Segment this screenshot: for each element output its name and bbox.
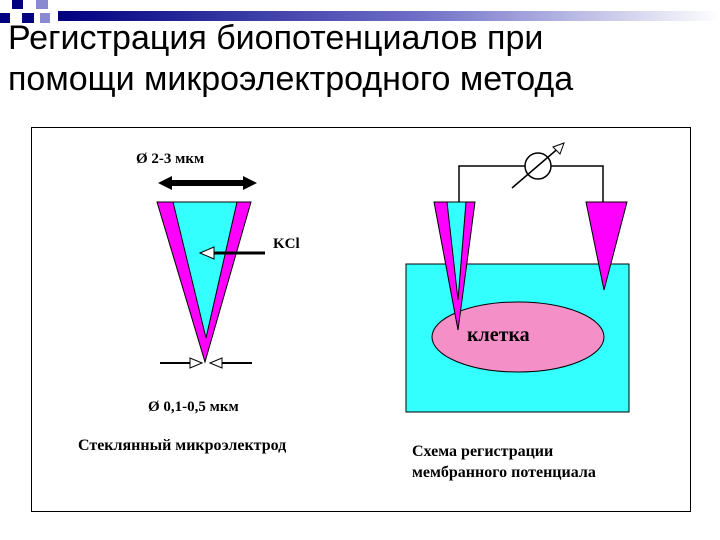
electrode-kcl-fill	[172, 201, 238, 339]
recording-caption-line2: мембранного потенциала	[412, 464, 596, 481]
header-gradient-bar	[58, 11, 720, 21]
recording-electrode	[433, 201, 476, 331]
voltmeter-icon	[511, 142, 565, 189]
reference-electrode	[585, 201, 628, 291]
cell-label: клетка	[467, 324, 530, 346]
deco-square	[40, 13, 50, 23]
deco-square	[36, 0, 48, 9]
deco-square	[0, 13, 10, 23]
glass-microelectrode	[156, 201, 252, 364]
tip-arrows	[160, 357, 252, 369]
tip-arrow-right-head	[208, 357, 223, 369]
kcl-label: KCl	[273, 236, 300, 252]
deco-square	[22, 13, 34, 23]
wire-right	[551, 165, 604, 202]
slide-title-line1: Регистрация биопотенциалов при	[8, 19, 544, 57]
voltmeter-needle-head	[552, 142, 565, 155]
slide-title-line2: помощи микроэлектродного метода	[8, 60, 574, 98]
double-arrow-head-right	[243, 176, 257, 190]
tip-diameter-label: Ø 0,1-0,5 мкм	[148, 399, 239, 415]
arrow-icon	[198, 246, 265, 260]
electrode-caption: Стеклянный микроэлектрод	[78, 437, 286, 454]
slide-title: Регистрация биопотенциалов при помощи ми…	[8, 18, 708, 100]
header-decoration	[0, 0, 720, 23]
voltmeter-needle	[511, 145, 562, 189]
diagram-frame	[31, 127, 691, 512]
recording-caption-line1: Схема регистрации	[412, 443, 553, 460]
deco-square	[12, 0, 23, 9]
recording-electrode-fill	[446, 201, 467, 301]
wire-left	[458, 165, 525, 202]
top-diameter-label: Ø 2-3 мкм	[136, 151, 204, 167]
tip-arrow-left-head	[189, 357, 204, 369]
double-arrow-icon	[158, 176, 257, 190]
cell	[431, 301, 605, 373]
kcl-pointer-head	[198, 246, 215, 260]
double-arrow-head-left	[158, 176, 172, 190]
